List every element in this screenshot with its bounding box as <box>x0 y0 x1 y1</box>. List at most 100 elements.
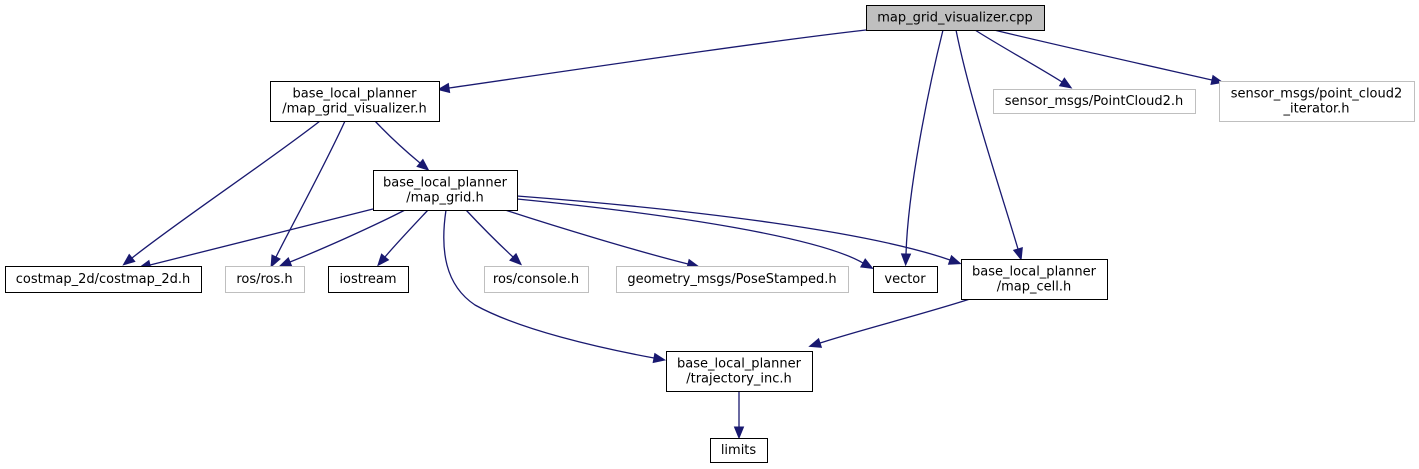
edge-mgv_h-to-ros <box>270 120 346 269</box>
edge-mg_h-to-ros <box>278 209 406 267</box>
node-mapcell[interactable]: base_local_planner/map_cell.h <box>961 259 1108 300</box>
node-costmap[interactable]: costmap_2d/costmap_2d.h <box>5 266 202 293</box>
node-label: sensor_msgs/PointCloud2.h <box>1005 94 1183 109</box>
edge-root-to-pc2 <box>974 29 1073 89</box>
node-vector[interactable]: vector <box>873 266 938 293</box>
node-box <box>225 266 305 293</box>
edge-line <box>384 209 429 258</box>
arrowhead-icon <box>278 256 293 267</box>
node-label: /map_grid.h <box>406 191 484 206</box>
node-label: costmap_2d/costmap_2d.h <box>16 272 191 287</box>
node-label: iostream <box>339 272 396 287</box>
edge-mg_h-to-console <box>465 209 523 266</box>
node-box <box>328 266 409 293</box>
arrowhead-icon <box>416 158 430 171</box>
node-iostream[interactable]: iostream <box>328 266 409 293</box>
edge-line <box>974 29 1063 83</box>
node-label: map_grid_visualizer.cpp <box>877 11 1033 26</box>
edge-line <box>819 298 971 344</box>
edge-mg_h-to-iostream <box>377 209 429 267</box>
arrowhead-icon <box>859 258 874 270</box>
edge-mg_h-to-traj <box>443 209 667 364</box>
edge-mg_h-to-vector <box>516 198 874 270</box>
edges-layer <box>122 29 1225 440</box>
arrowhead-icon <box>947 254 962 265</box>
node-label: ros/console.h <box>493 272 579 287</box>
node-box <box>993 89 1196 114</box>
edge-line <box>289 209 406 263</box>
node-label: geometry_msgs/PoseStamped.h <box>627 272 836 287</box>
edge-root-to-vector <box>900 29 944 267</box>
node-box <box>666 351 813 392</box>
edge-line <box>443 209 655 359</box>
arrowhead-icon <box>436 82 451 94</box>
node-label: base_local_planner <box>383 176 508 191</box>
edge-line <box>374 120 421 164</box>
node-pc2it: sensor_msgs/point_cloud2_iterator.h <box>1219 81 1415 122</box>
node-box <box>710 438 768 463</box>
node-label: ros/ros.h <box>236 272 292 287</box>
edge-line <box>516 195 951 261</box>
edge-line <box>465 209 514 258</box>
node-label: base_local_planner <box>972 265 1097 280</box>
node-label: base_local_planner <box>293 87 418 102</box>
edge-line <box>955 29 1019 250</box>
edge-traj-to-limits <box>733 391 745 440</box>
edge-line <box>905 29 944 255</box>
edge-mgv_h-to-costmap <box>122 120 321 266</box>
node-box <box>373 170 518 211</box>
node-label: _iterator.h <box>1282 102 1349 117</box>
node-limits[interactable]: limits <box>710 438 768 463</box>
edge-mgv_h-to-mg_h <box>374 120 430 171</box>
edge-mg_h-to-pose <box>504 209 700 269</box>
node-label: /trajectory_inc.h <box>686 372 792 387</box>
node-label: vector <box>884 272 926 287</box>
node-label: limits <box>721 443 757 458</box>
node-root: map_grid_visualizer.cpp <box>866 5 1045 31</box>
edge-line <box>448 29 867 89</box>
node-box <box>5 266 202 293</box>
node-mgv_h[interactable]: base_local_planner/map_grid_visualizer.h <box>270 81 440 122</box>
edge-line <box>504 209 689 265</box>
arrowhead-icon <box>1012 247 1023 261</box>
arrowhead-icon <box>377 253 390 267</box>
node-box <box>866 5 1045 31</box>
edge-line <box>131 120 321 259</box>
node-box <box>961 259 1108 300</box>
nodes-layer: map_grid_visualizer.cpp base_local_planne… <box>5 5 1415 463</box>
node-box <box>616 266 849 293</box>
edge-line <box>993 29 1213 81</box>
arrowhead-icon <box>122 253 136 266</box>
arrowhead-icon <box>1058 77 1073 89</box>
node-traj[interactable]: base_local_planner/trajectory_inc.h <box>666 351 813 392</box>
arrowhead-icon <box>270 254 281 269</box>
node-ros: ros/ros.h <box>225 266 305 293</box>
arrowhead-icon <box>733 426 745 440</box>
node-console: ros/console.h <box>484 266 589 293</box>
arrowhead-icon <box>509 252 523 266</box>
edge-line <box>516 198 864 264</box>
edge-root-to-pc2it <box>993 29 1225 86</box>
node-label: sensor_msgs/point_cloud2 <box>1231 87 1403 102</box>
node-box <box>484 266 589 293</box>
edge-root-to-mgv_h <box>436 29 867 94</box>
node-box <box>873 266 938 293</box>
node-pose: geometry_msgs/PoseStamped.h <box>616 266 849 293</box>
node-mg_h[interactable]: base_local_planner/map_grid.h <box>373 170 518 211</box>
arrowhead-icon <box>652 352 667 364</box>
edge-line <box>149 208 374 266</box>
node-box <box>270 81 440 122</box>
node-label: /map_grid_visualizer.h <box>282 102 427 117</box>
edge-mg_h-to-mapcell <box>516 195 962 265</box>
node-pc2: sensor_msgs/PointCloud2.h <box>993 89 1196 114</box>
node-box <box>1219 81 1415 122</box>
arrowhead-icon <box>808 337 823 348</box>
node-label: /map_cell.h <box>997 280 1072 295</box>
arrowhead-icon <box>900 253 912 267</box>
edge-mg_h-to-costmap <box>138 208 374 270</box>
edge-line <box>275 120 346 258</box>
edge-mapcell-to-traj <box>808 298 971 348</box>
edge-root-to-mapcell <box>955 29 1023 261</box>
node-label: base_local_planner <box>677 357 802 372</box>
